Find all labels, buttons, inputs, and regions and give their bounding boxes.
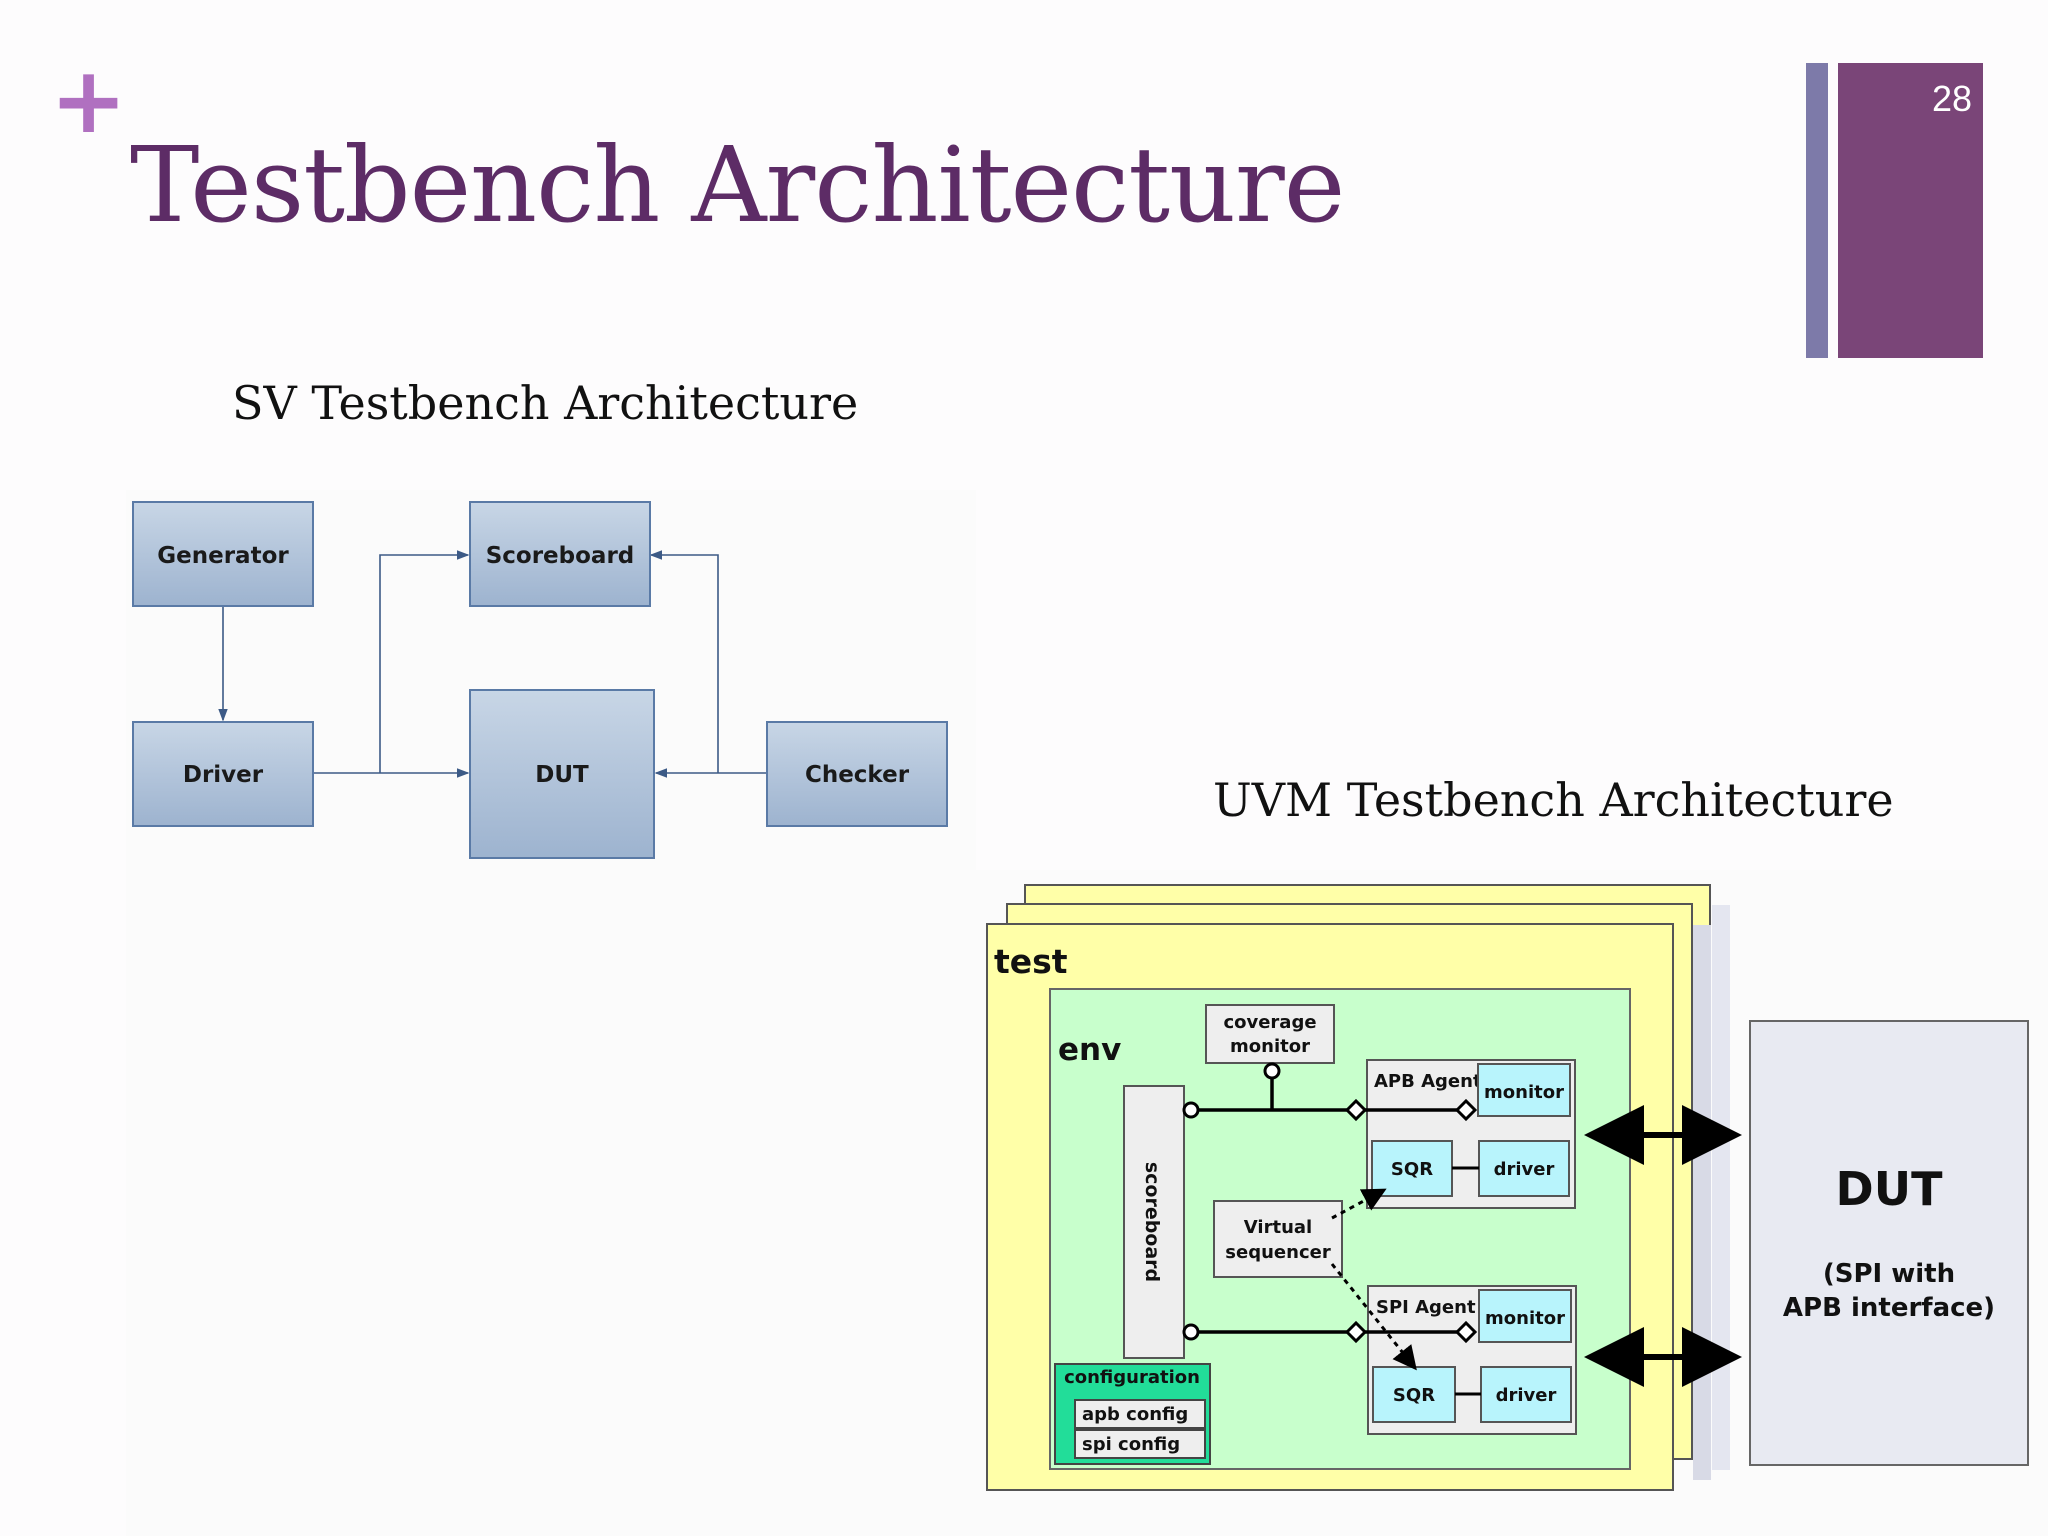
virtual-sequencer-box <box>1213 1200 1343 1278</box>
test-label: test <box>994 942 1068 981</box>
spi-monitor-label: monitor <box>1485 1308 1565 1329</box>
uvm-dut-title: DUT <box>1836 1162 1944 1216</box>
checker-label: Checker <box>805 762 910 788</box>
coverage-monitor-line2: monitor <box>1230 1036 1310 1057</box>
sv-connectors <box>218 550 767 778</box>
port-symbols <box>1182 1062 1478 1344</box>
test-layer-shadow-2 <box>1712 905 1730 1470</box>
configuration-label: configuration <box>1064 1367 1200 1388</box>
virtual-sequencer-line2: sequencer <box>1225 1242 1331 1263</box>
spi-config-label: spi config <box>1082 1434 1180 1455</box>
slide-title: Testbench Architecture <box>130 124 1345 246</box>
spi-config-box <box>1074 1429 1206 1459</box>
virtual-sequencer-arrows <box>1330 1188 1417 1371</box>
dut-connection-arrows <box>1584 1105 1742 1387</box>
apb-driver-box <box>1478 1140 1570 1197</box>
uvm-dut-subtitle-line1: (SPI with <box>1823 1259 1955 1289</box>
plus-icon: + <box>50 47 128 154</box>
driver-label: Driver <box>183 762 264 788</box>
dut-label: DUT <box>535 762 589 788</box>
uvm-subtitle: UVM Testbench Architecture <box>1213 773 1894 827</box>
spi-driver-box <box>1480 1366 1572 1423</box>
sv-block-dut: DUT <box>469 689 655 859</box>
sv-block-scoreboard: Scoreboard <box>469 501 651 607</box>
accent-bar-blue <box>1806 63 1828 358</box>
coverage-monitor-line1: coverage <box>1223 1012 1316 1033</box>
apb-agent-label: APB Agent <box>1374 1071 1482 1092</box>
scoreboard-label: scoreboard <box>1141 1162 1163 1282</box>
spi-sqr-label: SQR <box>1393 1385 1435 1406</box>
sv-subtitle: SV Testbench Architecture <box>232 376 859 430</box>
sv-block-driver: Driver <box>132 721 314 827</box>
spi-agent-label: SPI Agent <box>1376 1297 1476 1318</box>
test-layer-shadow-1 <box>1693 925 1711 1480</box>
sv-diagram-background <box>126 490 976 1536</box>
generator-label: Generator <box>157 543 289 569</box>
apb-driver-label: driver <box>1494 1159 1555 1180</box>
spi-monitor-box <box>1478 1289 1572 1343</box>
spi-driver-label: driver <box>1496 1385 1557 1406</box>
apb-monitor-label: monitor <box>1484 1082 1564 1103</box>
coverage-monitor-box <box>1205 1004 1335 1064</box>
scoreboard-box <box>1123 1085 1185 1359</box>
analysis-connections <box>1196 1076 1458 1334</box>
checker-to-scoreboard-arrow <box>649 550 719 773</box>
uvm-dut-box <box>1749 1020 2029 1466</box>
accent-bar-purple <box>1838 63 1983 358</box>
sv-block-generator: Generator <box>132 501 314 607</box>
apb-sqr-label: SQR <box>1391 1159 1433 1180</box>
env-label: env <box>1058 1032 1121 1068</box>
virtual-sequencer-line1: Virtual <box>1244 1217 1312 1238</box>
driver-to-scoreboard-arrow <box>379 550 470 773</box>
apb-config-label: apb config <box>1082 1404 1188 1425</box>
apb-monitor-box <box>1477 1063 1571 1117</box>
page-number: 28 <box>1931 78 1972 119</box>
sv-block-checker: Checker <box>766 721 948 827</box>
uvm-dut-subtitle-line2: APB interface) <box>1783 1293 1995 1323</box>
apb-config-box <box>1074 1399 1206 1429</box>
scoreboard-label: Scoreboard <box>486 543 635 569</box>
